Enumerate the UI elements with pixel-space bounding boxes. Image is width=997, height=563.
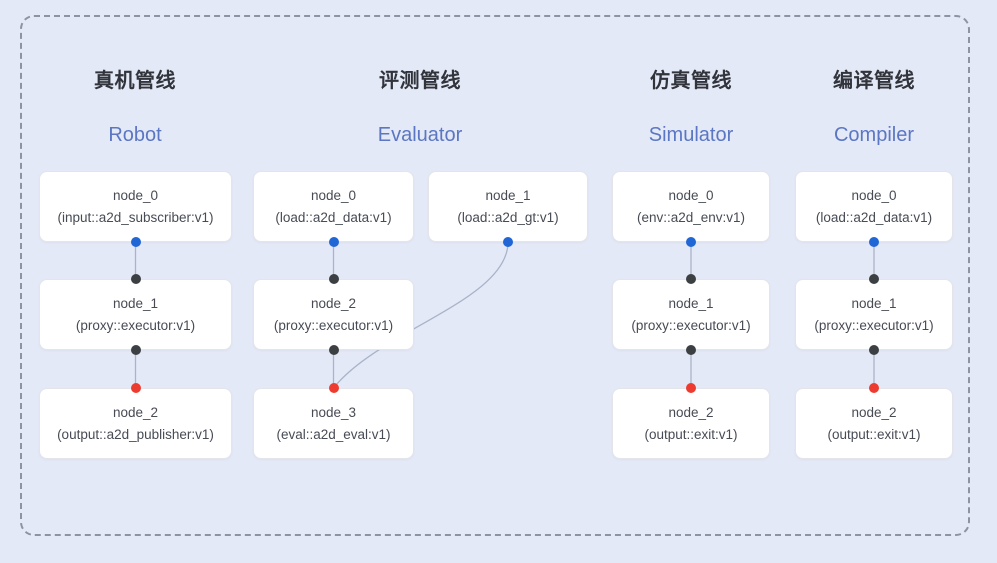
node-type: (load::a2d_data:v1) (815, 209, 933, 225)
node-name: node_0 (668, 187, 714, 203)
node-name: node_2 (310, 295, 357, 311)
node-name: node_0 (851, 187, 897, 203)
node-compiler-node-2: node_2 (output::exit:v1) (795, 388, 953, 459)
pipeline-title-zh-robot: 真机管线 (94, 70, 176, 92)
node-type: (proxy::executor:v1) (273, 317, 394, 333)
port-dot-blue (328, 237, 339, 247)
port-dot-red (686, 383, 696, 393)
node-name: node_3 (310, 404, 357, 420)
node-type: (output::exit:v1) (644, 426, 738, 442)
node-evaluator-node-3: node_3 (eval::a2d_eval:v1) (253, 388, 414, 459)
port-dot-dark (328, 345, 339, 355)
node-type: (load::a2d_data:v1) (275, 209, 392, 225)
port-dot-dark (869, 345, 879, 355)
port-dot-blue (503, 237, 513, 247)
port-dot-dark (686, 274, 696, 284)
port-dot-dark (686, 345, 696, 355)
node-name: node_1 (485, 187, 531, 203)
node-simulator-node-0: node_0 (env::a2d_env:v1) (612, 171, 770, 242)
node-name: node_2 (851, 404, 897, 420)
node-type: (input::a2d_subscriber:v1) (57, 209, 214, 225)
node-evaluator-node-0: node_0 (load::a2d_data:v1) (253, 171, 414, 242)
port-dot-red (130, 383, 141, 393)
node-type: (proxy::executor:v1) (631, 317, 751, 333)
dashed-frame (20, 15, 970, 536)
edge-evaluator-1-3-curve (332, 241, 509, 389)
pipeline-title-zh-compiler: 编译管线 (833, 70, 915, 92)
node-type: (output::a2d_publisher:v1) (57, 426, 214, 442)
node-type: (env::a2d_env:v1) (636, 209, 746, 225)
port-dot-blue (686, 237, 696, 247)
node-type: (load::a2d_gt:v1) (457, 209, 559, 225)
port-dot-red (869, 383, 879, 393)
pipeline-title-zh-simulator: 仿真管线 (650, 70, 732, 92)
port-dot-blue (869, 237, 879, 247)
pipeline-title-en-simulator: Simulator (648, 124, 734, 146)
pipeline-title-en-robot: Robot (108, 124, 162, 146)
node-name: node_0 (310, 187, 357, 203)
node-type: (output::exit:v1) (827, 426, 921, 442)
node-name: node_1 (851, 295, 897, 311)
node-evaluator-node-1: node_1 (load::a2d_gt:v1) (428, 171, 588, 242)
port-dot-red (328, 383, 339, 393)
node-compiler-node-0: node_0 (load::a2d_data:v1) (795, 171, 953, 242)
port-dot-dark (130, 345, 141, 355)
port-dot-blue (130, 237, 141, 247)
port-dot-dark (328, 274, 339, 284)
node-name: node_1 (112, 295, 159, 311)
node-robot-node-0: node_0 (input::a2d_subscriber:v1) (39, 171, 232, 242)
node-robot-node-2: node_2 (output::a2d_publisher:v1) (39, 388, 232, 459)
node-simulator-node-2: node_2 (output::exit:v1) (612, 388, 770, 459)
node-name: node_2 (112, 404, 159, 420)
node-type: (proxy::executor:v1) (814, 317, 934, 333)
node-name: node_0 (112, 187, 159, 203)
node-name: node_1 (668, 295, 714, 311)
node-robot-node-1: node_1 (proxy::executor:v1) (39, 279, 232, 350)
node-type: (proxy::executor:v1) (75, 317, 196, 333)
node-evaluator-node-2: node_2 (proxy::executor:v1) (253, 279, 414, 350)
pipeline-title-en-compiler: Compiler (833, 124, 915, 146)
port-dot-dark (869, 274, 879, 284)
node-name: node_2 (668, 404, 714, 420)
node-type: (eval::a2d_eval:v1) (276, 426, 391, 442)
node-compiler-node-1: node_1 (proxy::executor:v1) (795, 279, 953, 350)
pipeline-title-en-evaluator: Evaluator (377, 124, 463, 146)
port-dot-dark (130, 274, 141, 284)
pipeline-title-zh-evaluator: 评测管线 (379, 70, 461, 92)
node-simulator-node-1: node_1 (proxy::executor:v1) (612, 279, 770, 350)
